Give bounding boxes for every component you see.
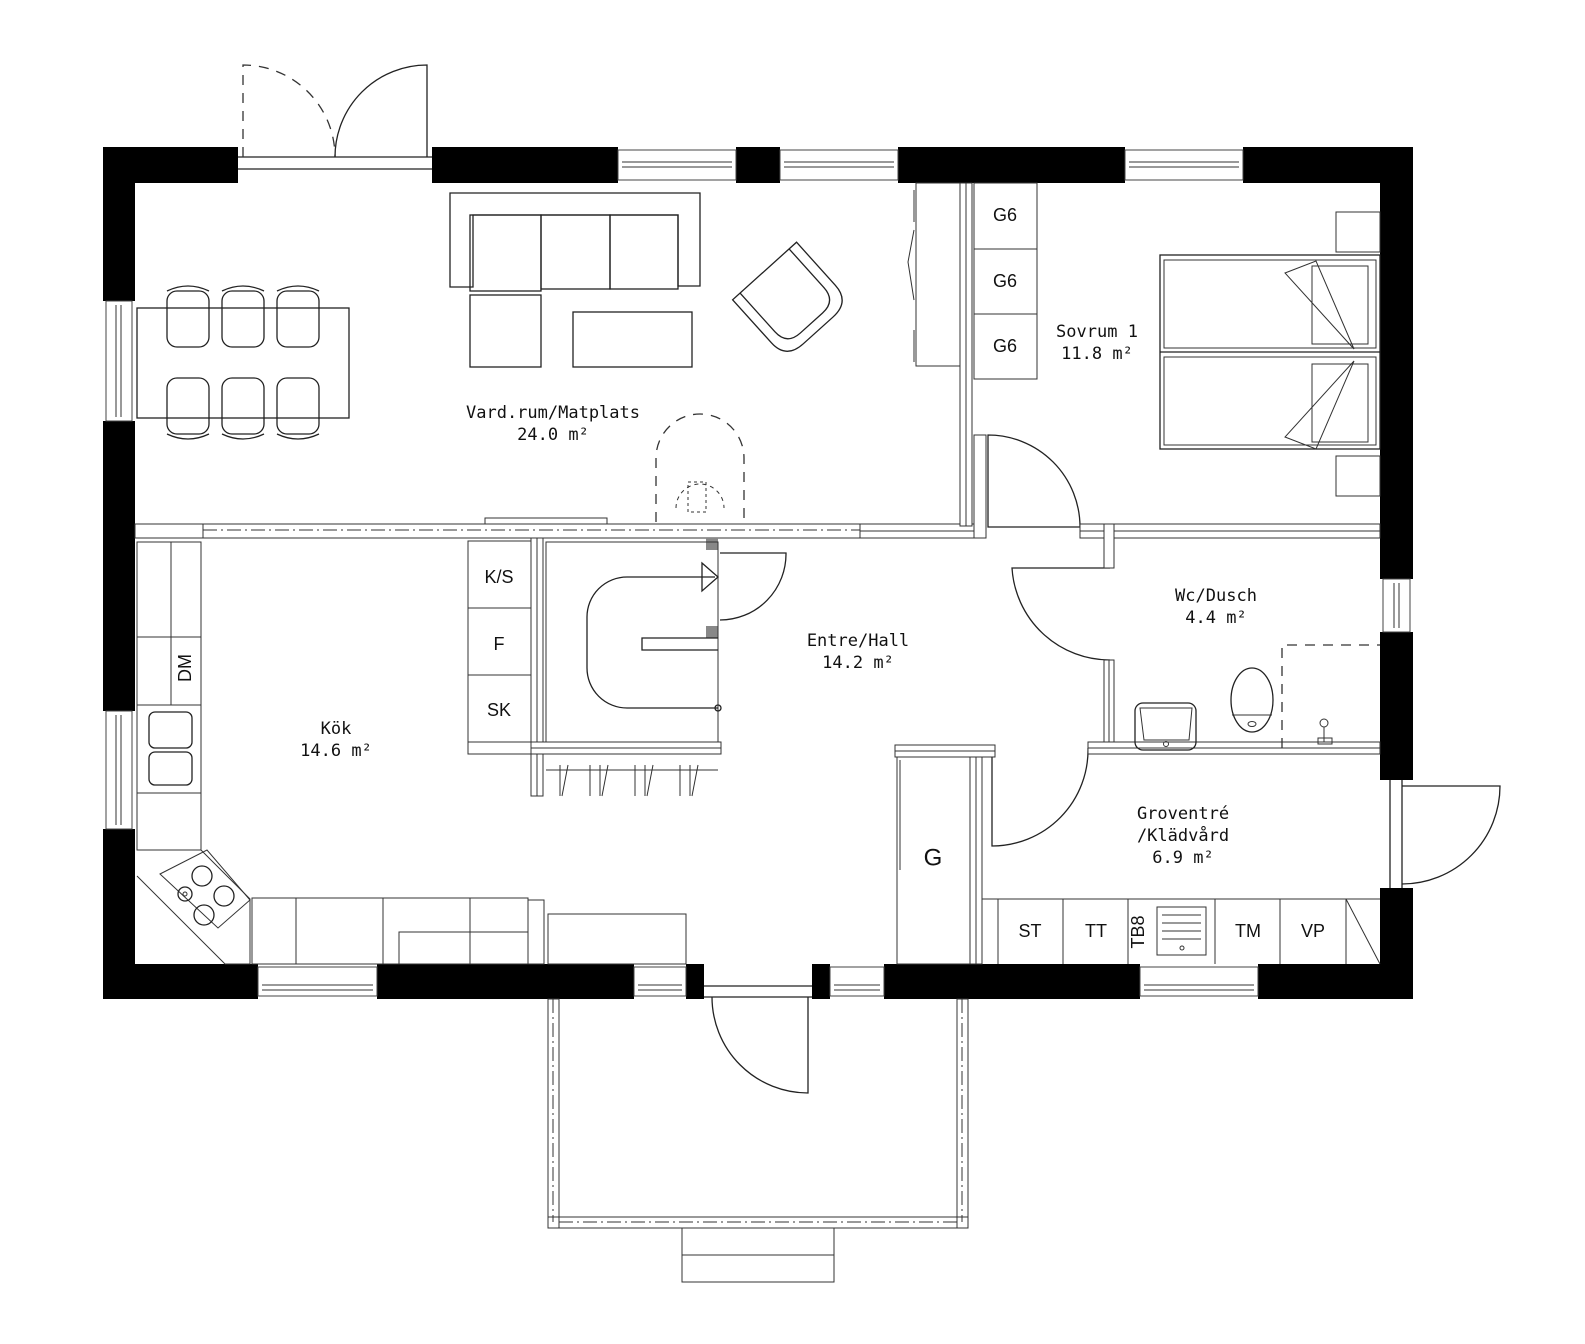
room-name-groventre-2: /Klädvård (1137, 825, 1229, 846)
room-name-sovrum1: Sovrum 1 (1056, 322, 1138, 342)
closet-label-ks: K/S (484, 567, 513, 587)
staircase (545, 541, 722, 797)
kitchen: DM (136, 541, 687, 965)
unit-label-tb8: TB8 (1128, 915, 1148, 948)
bathroom-fixtures (1134, 644, 1380, 751)
room-area-hall: 14.2 m² (822, 653, 894, 673)
sovrum-wardrobes: G6 G6 G6 (973, 182, 1038, 380)
fireplace (655, 413, 745, 522)
closet-label-sk: SK (487, 700, 511, 720)
room-name-groventre-1: Groventré (1137, 804, 1229, 824)
hall-wardrobe: G (896, 756, 971, 965)
room-area-wc: 4.4 m² (1185, 608, 1246, 628)
closet-label-f: F (494, 634, 505, 654)
room-area-sovrum1: 11.8 m² (1061, 344, 1133, 364)
wardrobe-label-g6-2: G6 (993, 271, 1017, 291)
porch (547, 998, 969, 1283)
dishwasher-label: DM (175, 654, 195, 682)
front-door (704, 985, 812, 1094)
side-door (1389, 780, 1501, 888)
beds (1159, 211, 1381, 497)
living-furniture (136, 192, 843, 522)
room-name-hall: Entre/Hall (807, 631, 909, 651)
wardrobe-label-g: G (924, 844, 943, 871)
wardrobe-label-g6-1: G6 (993, 205, 1017, 225)
unit-label-vp: VP (1301, 921, 1325, 941)
room-area-groventre: 6.9 m² (1152, 848, 1213, 868)
laundry-row: ST TT TB8 TM VP (982, 898, 1381, 965)
room-area-vardagsrum: 24.0 m² (517, 425, 589, 445)
exterior-walls (103, 147, 1413, 999)
room-name-wc: Wc/Dusch (1175, 586, 1257, 606)
wardrobe-label-g6-3: G6 (993, 336, 1017, 356)
room-labels: Vard.rum/Matplats 24.0 m² Sovrum 1 11.8 … (300, 322, 1257, 868)
hall-closets: K/S F SK (467, 540, 532, 743)
unit-label-tm: TM (1235, 921, 1261, 941)
windows (105, 149, 1411, 997)
room-name-kok: Kök (321, 719, 352, 739)
living-cabinet (907, 182, 961, 367)
interior-walls (134, 182, 1381, 965)
doors (238, 64, 1501, 1094)
unit-label-st: ST (1018, 921, 1041, 941)
room-area-kok: 14.6 m² (300, 741, 372, 761)
terrace-door (238, 64, 432, 170)
unit-label-tt: TT (1085, 921, 1107, 941)
room-name-vardagsrum: Vard.rum/Matplats (466, 403, 640, 423)
dining-chairs (166, 285, 320, 440)
